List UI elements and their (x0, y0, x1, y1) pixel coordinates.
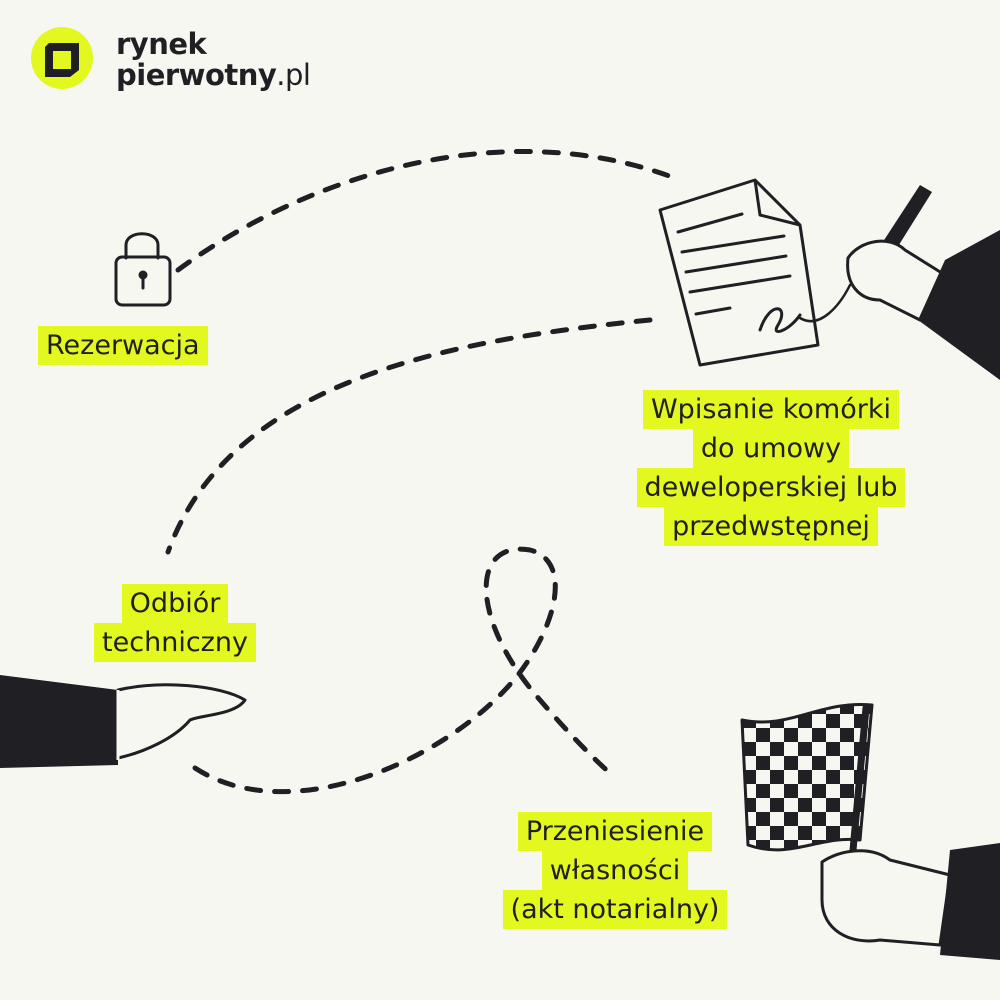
label-line: Odbiór (121, 584, 229, 623)
label-line: do umowy (692, 429, 850, 468)
path-contract-to-inspection (165, 317, 653, 555)
label-line: deweloperskiej lub (636, 468, 906, 507)
step-label-reservation: Rezerwacja (38, 326, 208, 365)
brand-name-line1: rynek (116, 27, 207, 61)
path-inspection-to-ownership (192, 546, 615, 795)
brand-wordmark: rynek pierwotny.pl (116, 27, 311, 92)
brand-name: pierwotny (116, 58, 277, 92)
label-line: przedwstępnej (664, 507, 878, 546)
brand-logo-icon (31, 27, 93, 89)
label-line: (akt notarialny) (502, 890, 728, 929)
label-line: własności (541, 851, 689, 890)
open-hand-icon (0, 675, 247, 768)
label-line: Rezerwacja (38, 326, 208, 365)
signing-document-icon (658, 178, 1000, 380)
padlock-icon (114, 232, 172, 307)
brand-tld: .pl (276, 58, 311, 92)
label-line: techniczny (94, 623, 256, 662)
step-label-contract: Wpisanie komórki do umowy deweloperskiej… (606, 390, 936, 546)
path-reservation-to-contract (175, 149, 683, 273)
label-line: Przeniesienie (517, 812, 713, 851)
label-line: Wpisanie komórki (642, 390, 899, 429)
step-label-inspection: Odbiór techniczny (60, 584, 290, 662)
step-label-ownership: Przeniesienie własności (akt notarialny) (455, 812, 775, 929)
checkered-flag-icon (740, 702, 1000, 960)
brand-name-line2: pierwotny.pl (116, 58, 311, 92)
